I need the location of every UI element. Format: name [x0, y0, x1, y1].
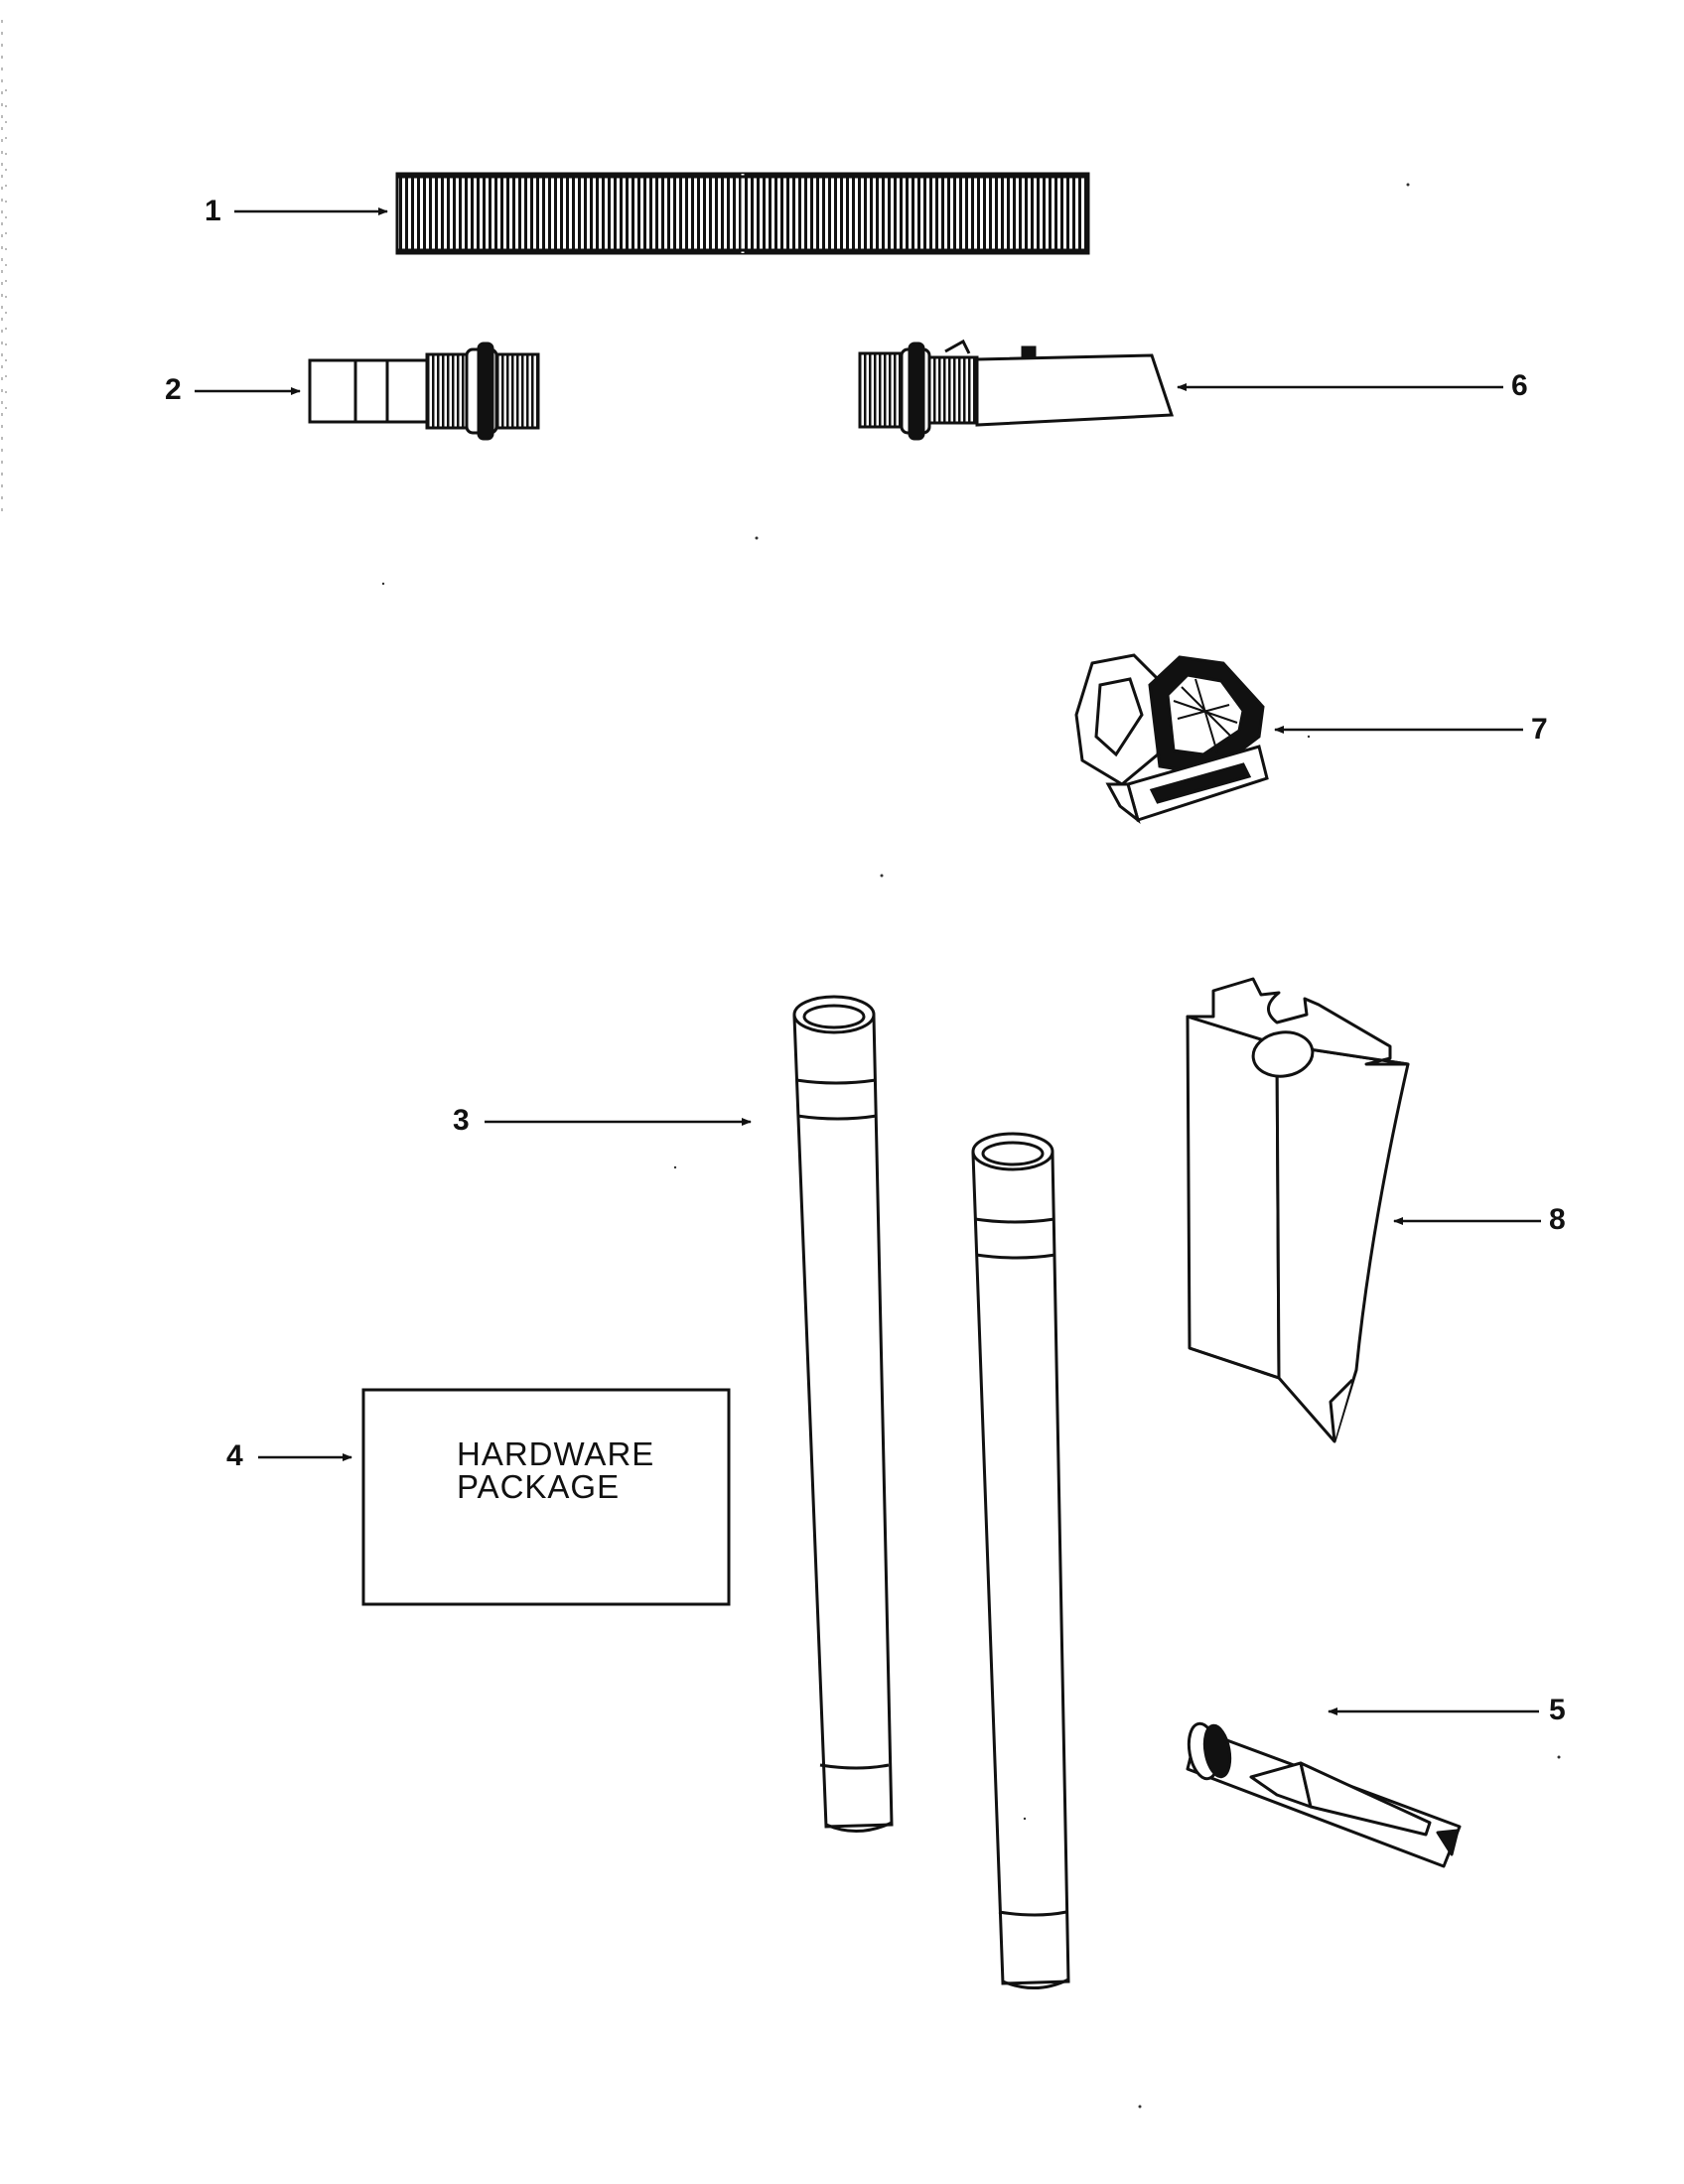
callout-6: 6 — [1511, 369, 1528, 402]
callout-5: 5 — [1549, 1694, 1566, 1726]
part-2-connector — [308, 341, 540, 441]
callout-8: 8 — [1549, 1203, 1566, 1236]
scan-dust — [381, 183, 1561, 2109]
part-3-wand-right — [971, 1132, 1070, 1990]
part-8-bag — [1186, 977, 1410, 1443]
part-4-hardware-box — [361, 1388, 731, 1606]
part-3-wand-left — [792, 995, 894, 1834]
hardware-package-line2: PACKAGE — [457, 1468, 621, 1505]
callout-3: 3 — [453, 1104, 470, 1137]
part-5-crevice-tool — [1186, 1721, 1462, 1868]
callout-4: 4 — [226, 1439, 243, 1472]
part-6-nozzle — [858, 339, 1175, 441]
callout-7: 7 — [1531, 713, 1548, 746]
hardware-package-label: HARDWARE PACKAGE — [457, 1437, 654, 1503]
callout-2: 2 — [165, 373, 182, 406]
scan-edge-artifact — [1, 20, 7, 516]
hardware-package-line1: HARDWARE — [457, 1435, 655, 1472]
part-1-hose — [395, 172, 1090, 255]
part-7-brush — [1074, 653, 1269, 824]
callout-1: 1 — [205, 195, 221, 227]
